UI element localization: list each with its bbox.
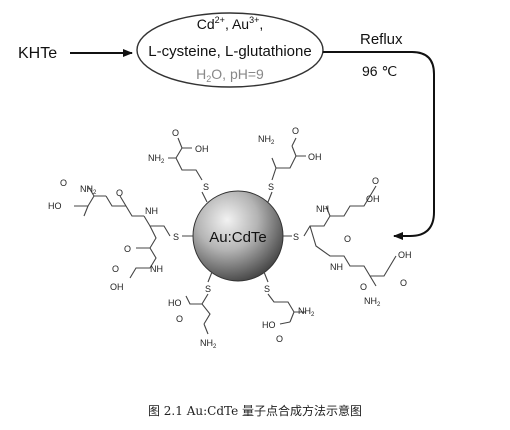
hydroxyl-label: OH: [110, 282, 124, 292]
amine-label: NH2: [148, 153, 165, 165]
ligand-bonds: [74, 137, 397, 335]
amide-nh-label: NH: [330, 262, 343, 272]
temperature-label: 96 ℃: [362, 63, 397, 79]
hydroxyl-label: OH: [398, 250, 412, 260]
carbonyl-o-label: O: [176, 314, 183, 324]
amine-label: NH2: [364, 296, 381, 308]
ellipse-line-2: L-cysteine, L-glutathione: [148, 43, 311, 60]
reflux-arrow: [323, 51, 435, 240]
carbonyl-o-label: O: [112, 264, 119, 274]
carbonyl-o-label: O: [292, 126, 299, 136]
amine-label: NH2: [258, 134, 275, 146]
reagent-ellipse: [136, 12, 324, 88]
carbonyl-o-label: O: [372, 176, 379, 186]
sulfur-label: S: [293, 232, 299, 242]
hydroxyl-label: OH: [308, 152, 322, 162]
sulfur-label: S: [268, 182, 274, 192]
ellipse-line-3: H2O, pH=9: [196, 66, 264, 84]
hydroxyl-label: OH: [366, 194, 380, 204]
hydroxyl-label: HO: [48, 201, 62, 211]
amine-label: NH2: [80, 184, 97, 196]
sulfur-label: S: [205, 284, 211, 294]
amide-nh-label: NH: [145, 206, 158, 216]
chemical-labels: S S S S S S OH O NH2 NH2 OH O NH2 O HO O…: [48, 126, 412, 350]
ellipse-line-1: Cd2+, Au3+,: [197, 15, 263, 32]
amide-nh-label: NH: [316, 204, 329, 214]
carbonyl-o-label: O: [124, 244, 131, 254]
carbonyl-o-label: O: [400, 278, 407, 288]
carbonyl-o-label: O: [172, 128, 179, 138]
hydroxyl-label: OH: [195, 144, 209, 154]
hydroxyl-label: HO: [262, 320, 276, 330]
figure-caption: 图 2.1 Au:CdTe 量子点合成方法示意图: [147, 404, 362, 418]
amide-nh-label: NH: [150, 264, 163, 274]
carbonyl-o-label: O: [60, 178, 67, 188]
hydroxyl-label: HO: [168, 298, 182, 308]
sulfur-label: S: [264, 284, 270, 294]
amine-label: NH2: [200, 338, 217, 350]
sulfur-label: S: [173, 232, 179, 242]
carbonyl-o-label: O: [360, 282, 367, 292]
carbonyl-o-label: O: [116, 188, 123, 198]
carbonyl-o-label: O: [276, 334, 283, 344]
reflux-label: Reflux: [360, 31, 403, 48]
sulfur-label: S: [203, 182, 209, 192]
nanoparticle-label: Au:CdTe: [209, 229, 267, 246]
reactant-label: KHTe: [18, 45, 57, 62]
amine-label: NH2: [298, 306, 315, 318]
carbonyl-o-label: O: [344, 234, 351, 244]
